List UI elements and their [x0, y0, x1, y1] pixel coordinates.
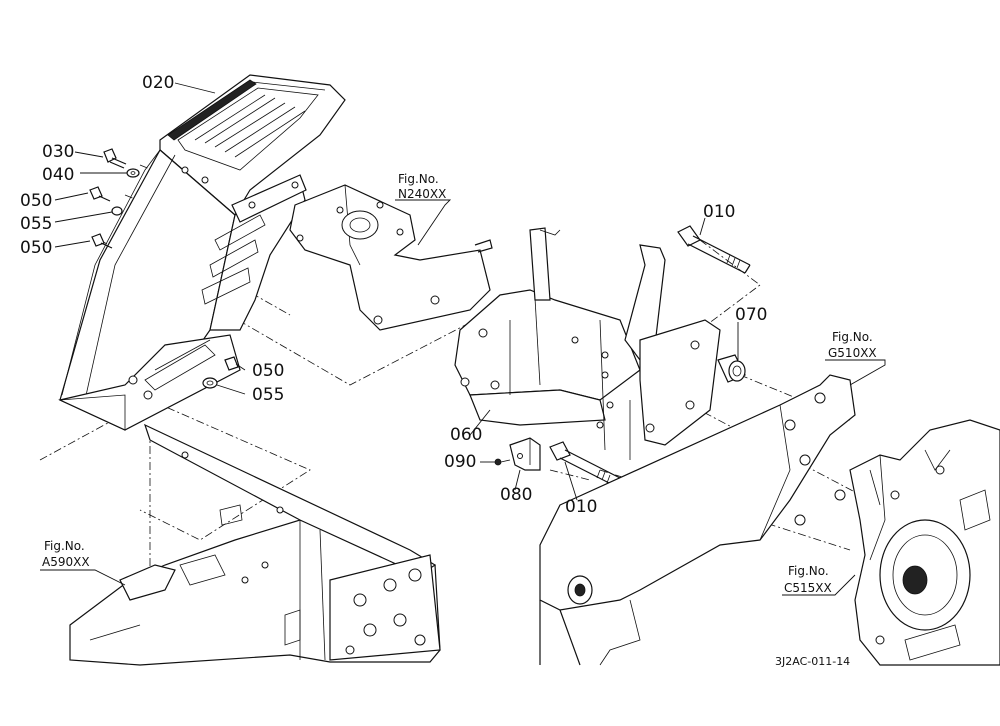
- fig-ref-n240-code: N240XX: [398, 187, 446, 201]
- label-020: 020: [142, 73, 174, 93]
- bolt-050-mid: [91, 233, 113, 249]
- washer-055-low: [202, 377, 218, 389]
- label-050-mid: 050: [20, 238, 52, 258]
- bracket-060: [454, 227, 721, 460]
- bolt-030: [103, 148, 127, 169]
- fig-ref-a590-label: Fig.No.: [44, 539, 85, 553]
- label-050-low: 050: [252, 361, 284, 381]
- chassis-a590: [69, 423, 441, 666]
- bolt-050-low: [224, 356, 239, 371]
- bracket-080: [509, 437, 541, 471]
- washer-055-top: [111, 206, 123, 216]
- callout-lines: [40, 82, 886, 596]
- fig-ref-g510-label: Fig.No.: [832, 330, 873, 344]
- label-040: 040: [42, 165, 74, 185]
- fig-ref-c515-label: Fig.No.: [788, 564, 829, 578]
- figure-refs: Fig.No. N240XX Fig.No. G510XX Fig.No. A5…: [42, 172, 877, 595]
- steering-column-tower: [58, 74, 346, 431]
- label-010-low: 010: [565, 497, 597, 517]
- label-050-top: 050: [20, 191, 52, 211]
- label-055-top: 055: [20, 214, 52, 234]
- label-055-low: 055: [252, 385, 284, 405]
- label-090: 090: [444, 452, 476, 472]
- bolt-010-top: [677, 225, 751, 274]
- drawing-code: 3J2AC-011-14: [775, 655, 850, 668]
- washer-040: [126, 168, 140, 178]
- fig-ref-c515-code: C515XX: [784, 581, 832, 595]
- part-labels: 020 030 040 050 055 050 050 055 010 070 …: [20, 73, 767, 517]
- bracket-n240: [289, 184, 493, 331]
- frame-g510: [539, 374, 856, 666]
- label-070: 070: [735, 305, 767, 325]
- bolt-010-low: [549, 441, 621, 487]
- bolt-050-top: [89, 186, 111, 202]
- label-060: 060: [450, 425, 482, 445]
- fig-ref-n240-label: Fig.No.: [398, 172, 439, 186]
- fig-ref-a590-code: A590XX: [42, 555, 90, 569]
- screw-090: [494, 458, 511, 466]
- label-080: 080: [500, 485, 532, 505]
- label-030: 030: [42, 142, 74, 162]
- collar-070: [717, 354, 746, 383]
- label-010-top: 010: [703, 202, 735, 222]
- fig-ref-g510-code: G510XX: [828, 346, 877, 360]
- housing-c515: [849, 419, 1000, 666]
